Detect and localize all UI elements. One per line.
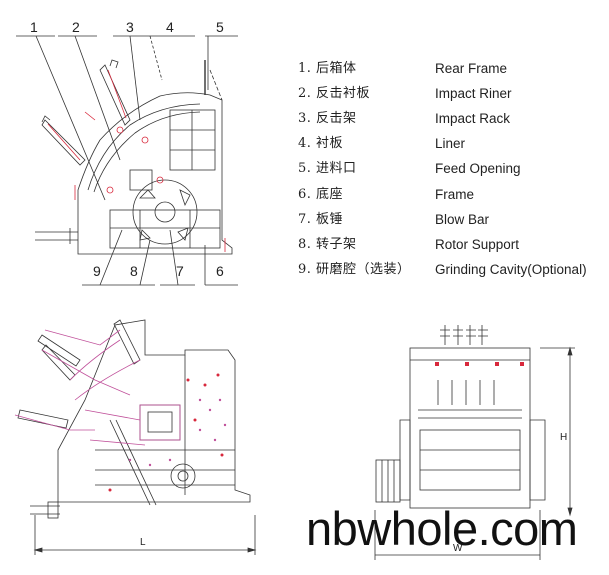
callout-8: 8 bbox=[130, 263, 138, 279]
legend-cn: 5. 进料口 bbox=[298, 161, 357, 176]
callout-7: 7 bbox=[176, 263, 184, 279]
sectional-view bbox=[16, 35, 238, 286]
legend-item: 8. 转子架 Rotor Support bbox=[298, 234, 603, 256]
legend-en: Impact Rack bbox=[435, 111, 511, 126]
legend-item: 4. 衬板 Liner bbox=[298, 133, 603, 155]
side-elevation bbox=[17, 319, 257, 555]
legend-en: Impact Riner bbox=[435, 86, 512, 101]
legend-cn: 7. 板锤 bbox=[298, 212, 344, 227]
legend-cn: 4. 衬板 bbox=[298, 136, 344, 151]
legend-en: Feed Opening bbox=[435, 161, 521, 176]
legend-item: 6. 底座 Frame bbox=[298, 184, 603, 206]
callout-3: 3 bbox=[126, 19, 134, 35]
legend-en: Blow Bar bbox=[435, 212, 490, 227]
dimension-length-label: L bbox=[140, 537, 146, 548]
callout-5: 5 bbox=[216, 19, 224, 35]
legend-cn: 6. 底座 bbox=[298, 187, 344, 202]
legend-en: Liner bbox=[435, 136, 466, 151]
callout-9: 9 bbox=[93, 263, 101, 279]
callout-2: 2 bbox=[72, 19, 80, 35]
legend-cn: 3. 反击架 bbox=[298, 111, 357, 126]
watermark-text: nbwhole.com bbox=[306, 502, 578, 555]
legend-item: 3. 反击架 Impact Rack bbox=[298, 108, 603, 130]
legend-en: Grinding Cavity(Optional) bbox=[435, 262, 587, 277]
legend-en: Rotor Support bbox=[435, 237, 520, 252]
dimension-height-label: H bbox=[560, 432, 568, 443]
legend-item: 9. 研磨腔（选装） Grinding Cavity(Optional) bbox=[298, 259, 603, 281]
legend-cn: 2. 反击衬板 bbox=[298, 86, 371, 101]
legend-item: 1. 后箱体 Rear Frame bbox=[298, 58, 603, 80]
legend-item: 2. 反击衬板 Impact Riner bbox=[298, 83, 603, 105]
dimension-width-label: W bbox=[453, 543, 463, 554]
legend-cn: 1. 后箱体 bbox=[298, 61, 357, 76]
legend-cn: 9. 研磨腔（选装） bbox=[298, 262, 411, 277]
legend-en: Frame bbox=[435, 187, 475, 202]
legend-item: 7. 板锤 Blow Bar bbox=[298, 209, 603, 231]
callout-1: 1 bbox=[30, 19, 38, 35]
legend-en: Rear Frame bbox=[435, 61, 508, 76]
legend-item: 5. 进料口 Feed Opening bbox=[298, 158, 603, 180]
callout-6: 6 bbox=[216, 263, 224, 279]
callout-4: 4 bbox=[166, 19, 174, 35]
front-elevation bbox=[374, 325, 575, 560]
legend-cn: 8. 转子架 bbox=[298, 237, 357, 252]
